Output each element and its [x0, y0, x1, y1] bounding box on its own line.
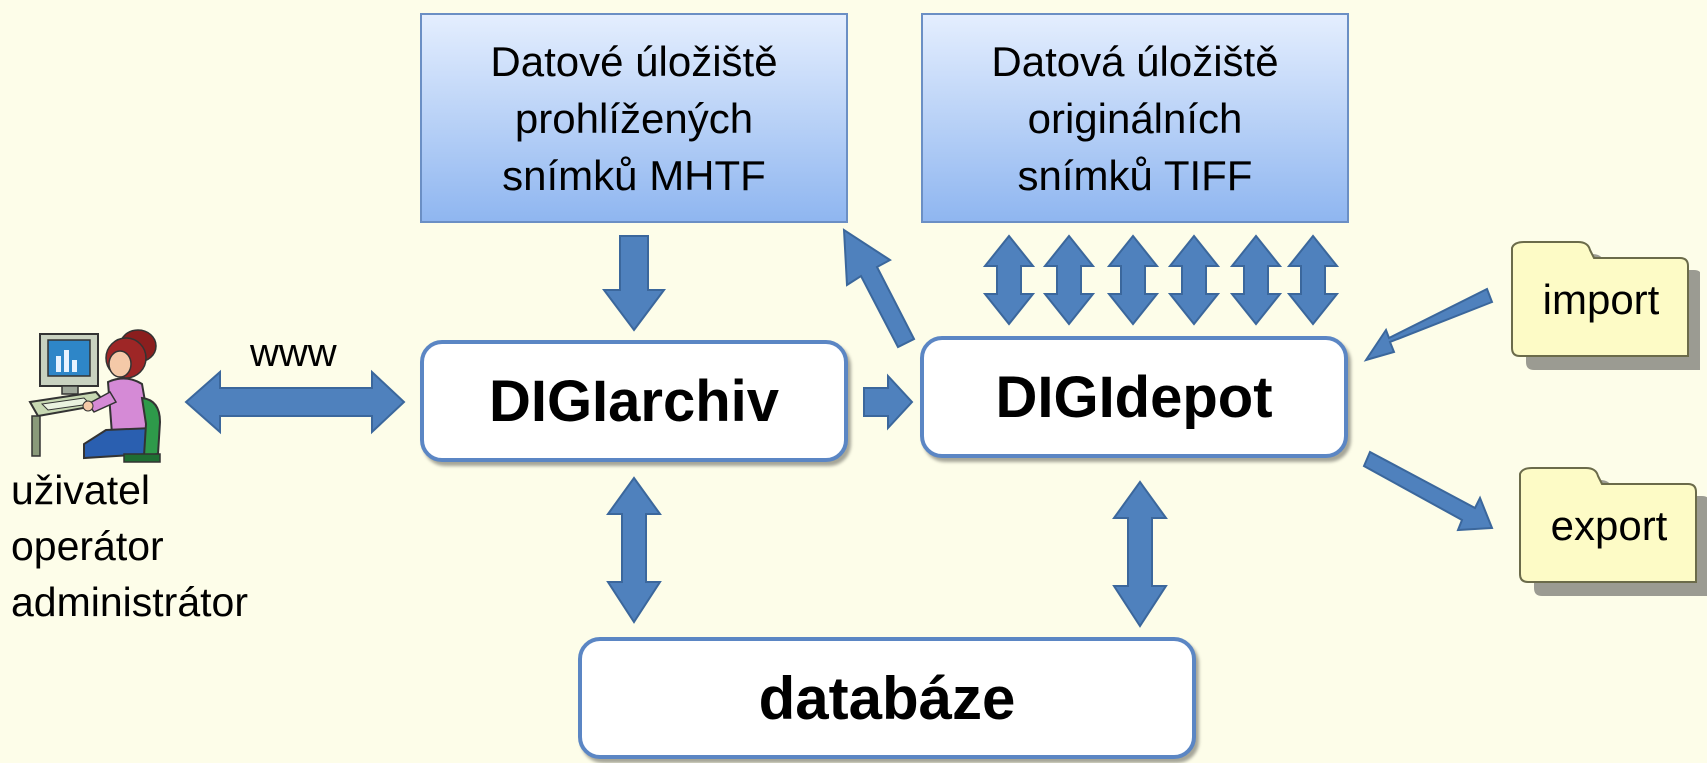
role-user: uživatel [11, 467, 151, 513]
databaze-node: databáze [578, 637, 1196, 759]
computer-user-icon [28, 329, 162, 463]
tiff-depot-arrows [984, 235, 1338, 325]
tiff-store-box: Datová úložiště originálních snímků TIFF [921, 13, 1349, 223]
tiff-store-line-2: originálních [1027, 94, 1243, 142]
digidepot-node: DIGIdepot [920, 336, 1348, 458]
archiv-to-depot-arrow [863, 373, 914, 431]
export-label: export [1550, 502, 1668, 549]
folder-icon [1519, 467, 1707, 596]
export-folder: export [1518, 460, 1707, 600]
tiff-store-line-1: Datová úložiště [991, 37, 1279, 85]
import-to-depot-arrow [1363, 287, 1494, 362]
mhtf-store-line-2: prohlížených [514, 94, 754, 142]
depot-to-mhtf-arrow [842, 228, 916, 349]
archiv-db-arrow [606, 476, 662, 624]
tiff-store-line-3: snímků TIFF [1017, 151, 1253, 199]
role-operator: operátor [11, 523, 164, 569]
depot-to-export-arrow [1362, 450, 1494, 532]
mhtf-store-box: Datové úložiště prohlížených snímků MHTF [420, 13, 848, 223]
role-administrator: administrátor [11, 579, 248, 625]
mhtf-to-archiv-arrow [602, 235, 666, 332]
www-arrow [184, 369, 406, 435]
user-roles: uživatel operátor administrátor [11, 462, 248, 630]
import-label: import [1542, 276, 1660, 323]
mhtf-store-line-1: Datové úložiště [490, 37, 778, 85]
import-folder: import [1510, 234, 1700, 374]
diglarchiv-node: DIGIarchiv [420, 340, 848, 462]
www-label: www [250, 331, 337, 375]
mhtf-store-line-3: snímků MHTF [502, 151, 766, 199]
depot-db-arrow [1112, 480, 1168, 628]
folder-icon [1511, 241, 1700, 370]
